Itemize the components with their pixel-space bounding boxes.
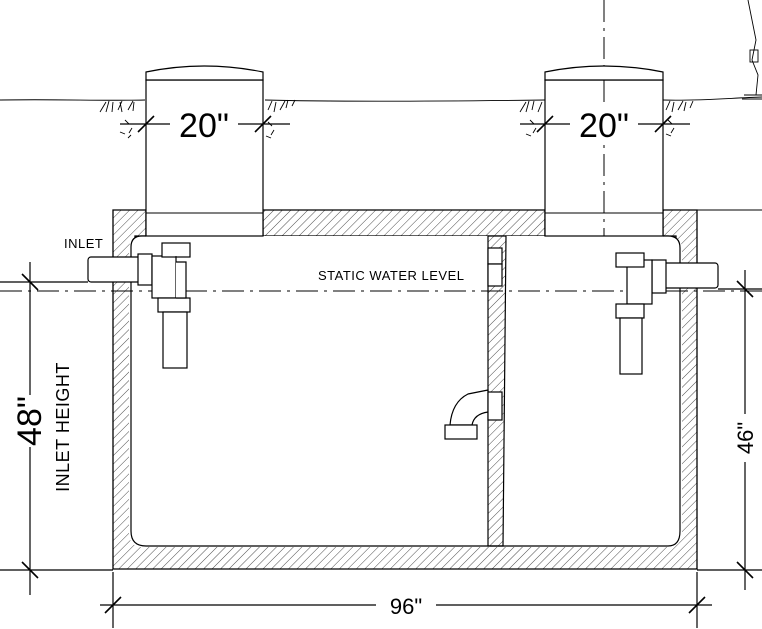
inlet-height-dimension-text: 48" xyxy=(11,396,49,446)
riser-left-dimension: 20" xyxy=(120,106,290,145)
outlet-height-dimension: 46" xyxy=(697,270,762,590)
riser-left xyxy=(145,65,264,237)
inlet-label: INLET xyxy=(64,236,103,251)
tank-length-dimension-text: 96" xyxy=(390,594,422,619)
inlet-height-dimension: 48" INLET HEIGHT xyxy=(0,262,113,595)
tank-length-dimension: 96" xyxy=(100,572,712,628)
ground-line xyxy=(0,96,762,139)
riser-right-dimension-text: 20" xyxy=(579,107,629,145)
inlet-pipe xyxy=(87,242,191,369)
riser-right-dimension: 20" xyxy=(520,106,690,145)
tank-body xyxy=(112,209,698,570)
fragment-detail-top-right xyxy=(742,0,762,100)
baffle-elbow xyxy=(444,247,503,440)
riser-left-dimension-text: 20" xyxy=(179,107,229,145)
outlet-height-dimension-text: 46" xyxy=(733,422,758,454)
inlet-height-label: INLET HEIGHT xyxy=(53,362,73,492)
outlet-pipe xyxy=(615,252,719,375)
static-water-level-label: STATIC WATER LEVEL xyxy=(318,268,464,283)
